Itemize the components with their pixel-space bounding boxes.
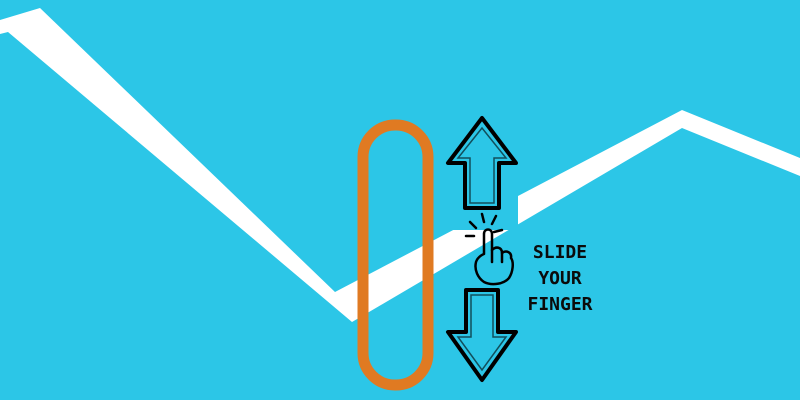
arrow-down-icon [446, 288, 518, 382]
player-paddle[interactable] [357, 119, 434, 391]
track-line [0, 8, 800, 322]
instruction-line-1: SLIDE [532, 242, 588, 263]
instruction-line-2: YOUR [538, 268, 582, 289]
instruction-text: SLIDE YOUR FINGER [510, 240, 610, 318]
tap-hand-icon [464, 212, 514, 286]
arrow-up-icon [446, 116, 518, 210]
instruction-line-3: FINGER [527, 294, 593, 315]
